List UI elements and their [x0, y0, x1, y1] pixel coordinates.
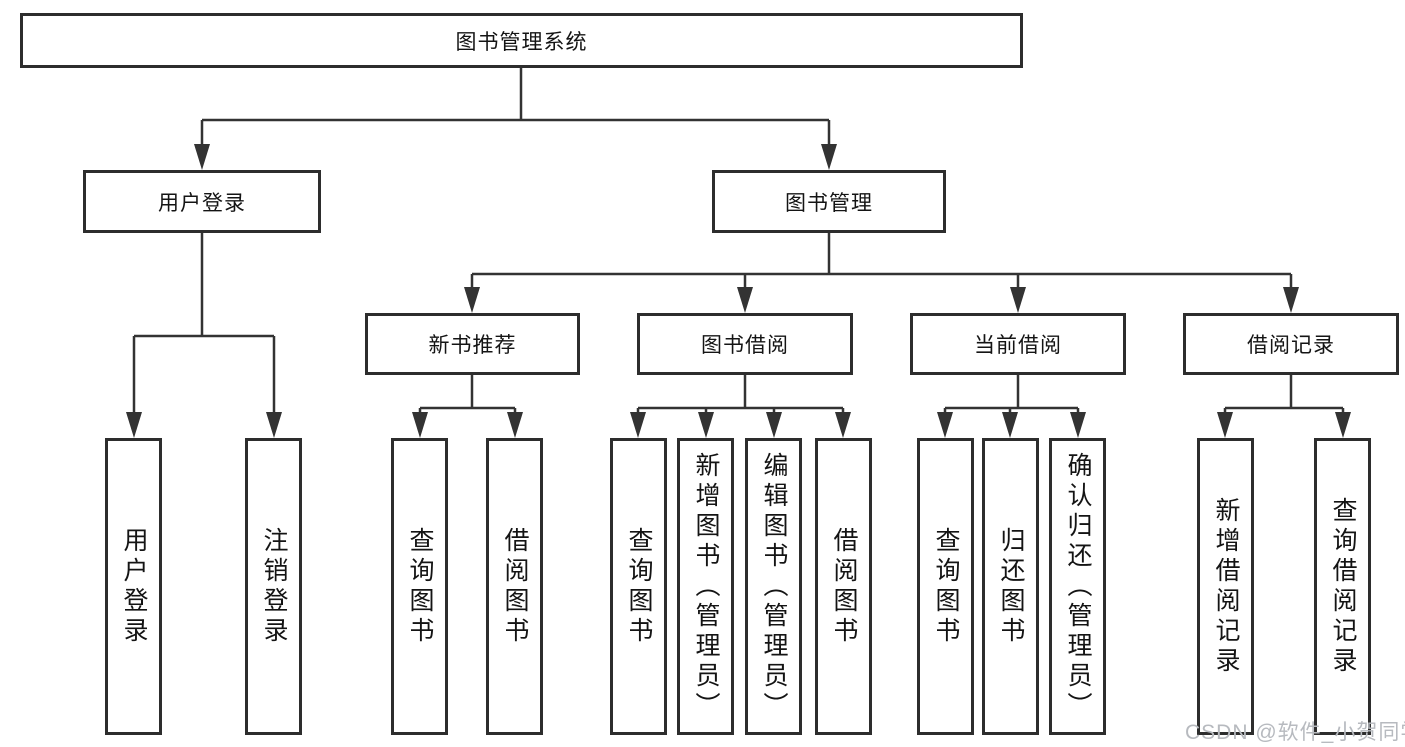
- node-book-management-label: 图书管理: [785, 191, 873, 215]
- leaf-label: 编辑图书（管理员）: [760, 451, 788, 722]
- leaf-user-login: 用户登录: [105, 438, 162, 735]
- leaf-label: 查询图书: [932, 526, 960, 647]
- node-borrow-record-label: 借阅记录: [1247, 334, 1335, 357]
- node-book-management: 图书管理: [712, 170, 946, 233]
- leaf-query-borrow-record: 查询借阅记录: [1314, 438, 1371, 735]
- leaf-label: 确认归还（管理员）: [1064, 451, 1092, 722]
- leaf-label: 借阅图书: [501, 526, 529, 647]
- leaf-query-books-borrow: 查询图书: [610, 438, 667, 735]
- node-new-book-recommend-label: 新书推荐: [428, 334, 517, 357]
- node-new-book-recommend: 新书推荐: [365, 313, 580, 375]
- node-book-borrow-label: 图书借阅: [701, 334, 789, 357]
- node-book-borrow: 图书借阅: [637, 313, 853, 375]
- leaf-query-books-recommend: 查询图书: [391, 438, 448, 735]
- leaf-confirm-return-admin: 确认归还（管理员）: [1049, 438, 1106, 735]
- leaf-query-books-current: 查询图书: [917, 438, 974, 735]
- leaf-borrow-books-recommend: 借阅图书: [486, 438, 543, 735]
- node-current-borrow: 当前借阅: [910, 313, 1126, 375]
- leaf-add-books-admin: 新增图书（管理员）: [677, 438, 734, 735]
- leaf-label: 查询图书: [625, 526, 653, 647]
- leaf-label: 新增图书（管理员）: [692, 451, 720, 722]
- leaf-logout: 注销登录: [245, 438, 302, 735]
- node-current-borrow-label: 当前借阅: [974, 334, 1062, 357]
- leaf-label: 注销登录: [260, 526, 288, 647]
- node-borrow-record: 借阅记录: [1183, 313, 1399, 375]
- leaf-borrow-books: 借阅图书: [815, 438, 872, 735]
- node-user-login-label: 用户登录: [158, 191, 246, 215]
- node-user-login: 用户登录: [83, 170, 321, 233]
- csdn-watermark: CSDN @软件_小贺同学: [1185, 721, 1405, 744]
- node-root: 图书管理系统: [20, 13, 1023, 68]
- arrowhead-icons: [126, 144, 1351, 438]
- leaf-label: 用户登录: [120, 526, 148, 647]
- node-root-label: 图书管理系统: [455, 30, 588, 54]
- leaf-label: 查询图书: [406, 526, 434, 647]
- leaf-label: 借阅图书: [830, 526, 858, 647]
- leaf-add-borrow-record: 新增借阅记录: [1197, 438, 1254, 735]
- leaf-return-books: 归还图书: [982, 438, 1039, 735]
- leaf-label: 归还图书: [997, 526, 1025, 647]
- leaf-label: 新增借阅记录: [1212, 496, 1240, 677]
- leaf-label: 查询借阅记录: [1329, 496, 1357, 677]
- leaf-edit-books-admin: 编辑图书（管理员）: [745, 438, 802, 735]
